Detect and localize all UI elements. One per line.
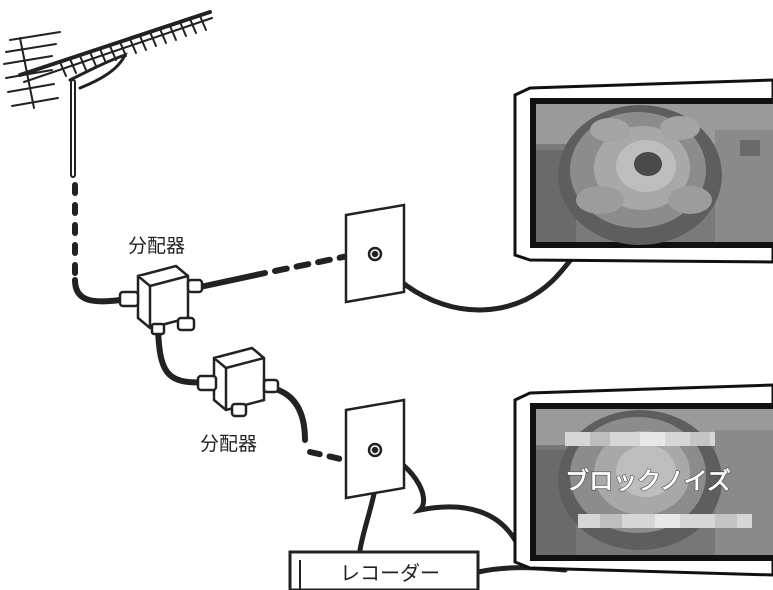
splitter-label-top: 分配器 <box>128 235 185 257</box>
splitter-label-bottom: 分配器 <box>200 433 257 455</box>
splitter-icon <box>118 264 204 336</box>
splitter-icon <box>196 346 280 418</box>
block-noise-bar <box>565 432 715 446</box>
block-noise-label: ブロックノイズ <box>565 467 731 495</box>
television-icon: ブロックノイズ <box>513 383 773 577</box>
block-noise-bar <box>578 514 752 528</box>
television-icon <box>513 78 773 264</box>
wall-outlet-icon <box>344 398 406 500</box>
recorder-icon <box>288 550 480 590</box>
flower-image <box>558 105 722 245</box>
wall-outlet-icon <box>344 203 406 304</box>
recorder-label: レコーダー <box>340 561 440 585</box>
coax-cables <box>72 182 578 575</box>
antenna-icon <box>3 10 213 178</box>
